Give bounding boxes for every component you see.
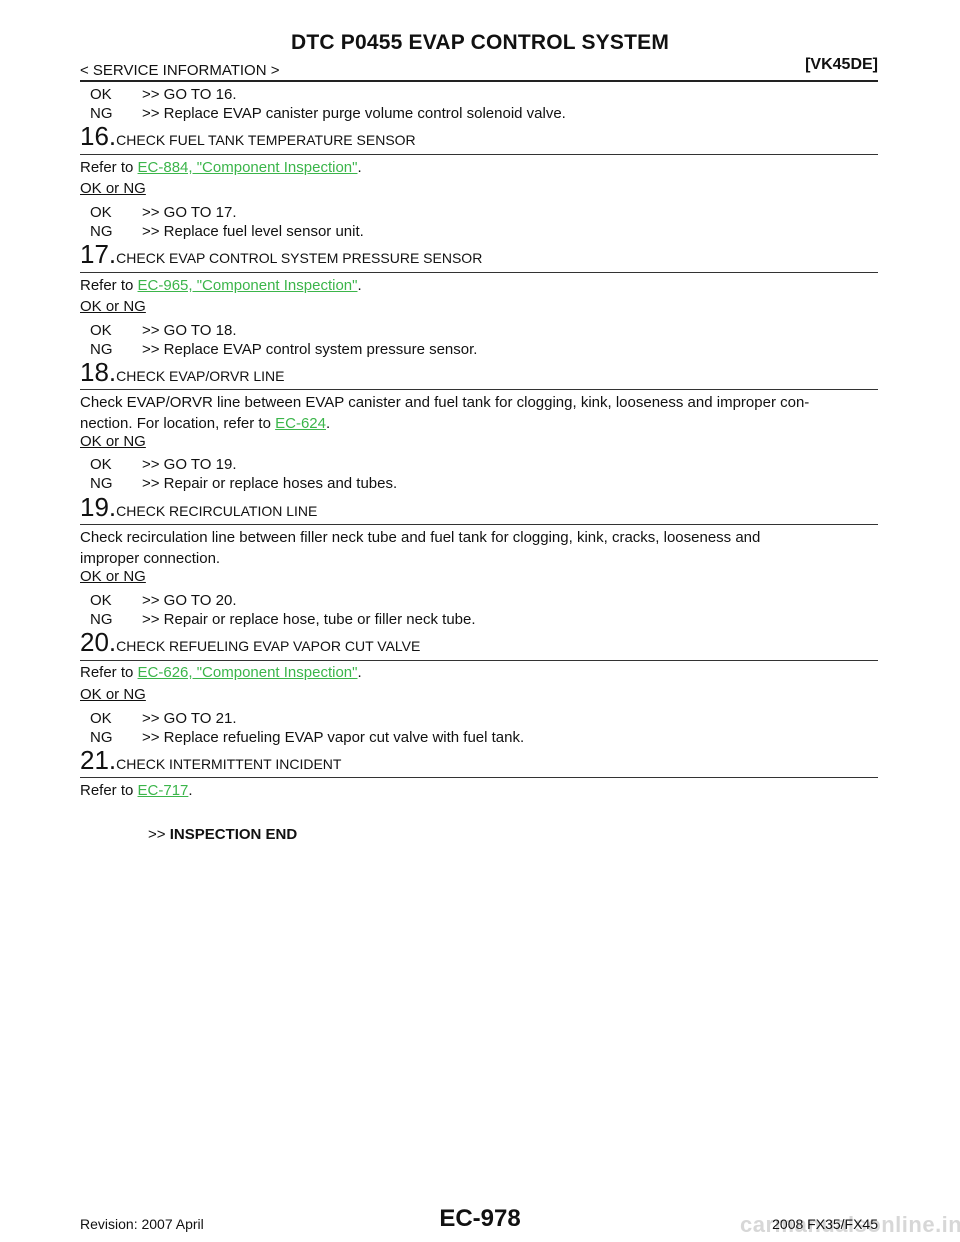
step-18-rule xyxy=(80,389,878,390)
step-17-heading: 17.CHECK EVAP CONTROL SYSTEM PRESSURE SE… xyxy=(80,239,483,269)
step-19-rule xyxy=(80,524,878,525)
header-rule xyxy=(80,80,878,82)
ok-or-ng-label: OK or NG xyxy=(80,298,146,315)
step-16-rule xyxy=(80,154,878,155)
step-17-refer: Refer to EC-965, "Component Inspection". xyxy=(80,277,362,294)
step-18-heading: 18.CHECK EVAP/ORVR LINE xyxy=(80,357,285,387)
section-label: < SERVICE INFORMATION > xyxy=(80,62,280,79)
ng-result: NG>> Replace EVAP canister purge volume … xyxy=(90,105,566,122)
ec-884-link[interactable]: EC-884, "Component Inspection" xyxy=(137,159,358,176)
ok-result: OK>> GO TO 19. xyxy=(90,456,237,473)
step-19-paragraph: Check recirculation line between filler … xyxy=(80,529,761,567)
step-19-heading: 19.CHECK RECIRCULATION LINE xyxy=(80,492,318,522)
ok-or-ng-label: OK or NG xyxy=(80,568,146,585)
ng-result: NG>> Replace refueling EVAP vapor cut va… xyxy=(90,729,525,746)
step-17-rule xyxy=(80,272,878,273)
ec-717-link[interactable]: EC-717 xyxy=(137,782,189,799)
ng-result: NG>> Repair or replace hoses and tubes. xyxy=(90,475,398,492)
ok-or-ng-label: OK or NG xyxy=(80,433,146,450)
ok-result: OK>> GO TO 16. xyxy=(90,86,237,103)
step-21-heading: 21.CHECK INTERMITTENT INCIDENT xyxy=(80,745,342,775)
ng-result: NG>> Repair or replace hose, tube or fil… xyxy=(90,611,476,628)
ok-or-ng-label: OK or NG xyxy=(80,180,146,197)
ec-965-link[interactable]: EC-965, "Component Inspection" xyxy=(137,277,358,294)
ng-result: NG>> Replace fuel level sensor unit. xyxy=(90,223,364,240)
step-21-refer: Refer to EC-717. xyxy=(80,782,193,799)
engine-code: [VK45DE] xyxy=(805,56,878,73)
ec-624-link[interactable]: EC-624 xyxy=(275,415,326,432)
page-number: EC-978 xyxy=(439,1205,521,1232)
ec-626-link[interactable]: EC-626, "Component Inspection" xyxy=(137,664,358,681)
step-20-heading: 20.CHECK REFUELING EVAP VAPOR CUT VALVE xyxy=(80,627,421,657)
ok-result: OK>> GO TO 17. xyxy=(90,204,237,221)
step-18-paragraph: Check EVAP/ORVR line between EVAP canist… xyxy=(80,394,810,432)
page-title: DTC P0455 EVAP CONTROL SYSTEM xyxy=(290,31,670,54)
step-16-refer: Refer to EC-884, "Component Inspection". xyxy=(80,159,362,176)
step-20-rule xyxy=(80,660,878,661)
ok-result: OK>> GO TO 18. xyxy=(90,322,237,339)
watermark: carmanualsonline.info xyxy=(740,1212,960,1237)
revision-label: Revision: 2007 April xyxy=(80,1216,204,1232)
ok-result: OK>> GO TO 20. xyxy=(90,592,237,609)
ng-result: NG>> Replace EVAP control system pressur… xyxy=(90,341,478,358)
ok-result: OK>> GO TO 21. xyxy=(90,710,237,727)
step-20-refer: Refer to EC-626, "Component Inspection". xyxy=(80,664,362,681)
step-21-rule xyxy=(80,777,878,778)
ok-or-ng-label: OK or NG xyxy=(80,686,146,703)
step-16-heading: 16.CHECK FUEL TANK TEMPERATURE SENSOR xyxy=(80,121,416,151)
inspection-end: >> INSPECTION END xyxy=(148,826,298,843)
model-label: 2008 FX35/FX45 xyxy=(772,1216,878,1232)
